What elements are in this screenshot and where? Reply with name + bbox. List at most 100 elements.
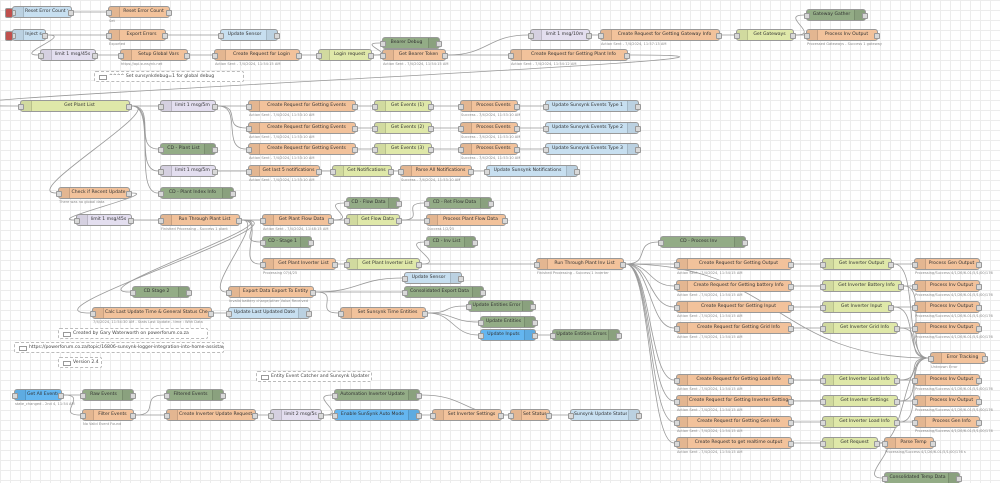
output-port[interactable] [635,147,641,153]
input-port[interactable] [226,311,232,317]
input-port[interactable] [820,262,826,268]
input-port[interactable] [424,240,430,246]
output-port[interactable] [220,393,226,399]
wire[interactable] [241,219,261,243]
input-port[interactable] [372,126,378,132]
input-port[interactable] [912,420,918,426]
input-port[interactable] [458,147,464,153]
output-port[interactable] [788,262,794,268]
output-port[interactable] [635,104,641,110]
input-port[interactable] [804,13,810,19]
input-port[interactable] [912,262,918,268]
output-port[interactable] [930,441,936,447]
output-port[interactable] [982,356,988,362]
flow-node[interactable]: limit 1 msg/5m [158,165,218,177]
flow-node[interactable]: Create Inverter Update Request [164,409,258,421]
comment-node[interactable]: Entity Event Catcher and Sunsynk Updater [256,371,372,382]
output-port[interactable] [976,399,982,405]
output-port[interactable] [42,33,48,39]
flow-node[interactable]: Get Notifications [330,165,394,177]
flow-node[interactable]: Set Status [508,409,552,421]
flow-node[interactable]: Calc Last Update Time & General Status C… [90,307,214,324]
wire[interactable] [401,202,425,221]
flow-node[interactable]: Get Gateways [734,29,796,41]
input-port[interactable] [158,104,164,110]
flow-node[interactable]: Get Inverter Load Info [820,374,900,386]
output-port[interactable] [788,326,794,332]
input-port[interactable] [164,413,170,419]
output-port[interactable] [894,378,900,384]
flow-node[interactable]: limit 1 msg/5m [158,100,218,112]
input-port[interactable] [380,53,386,59]
wire[interactable] [427,305,467,314]
wire[interactable] [217,105,247,129]
input-port[interactable] [882,476,888,482]
wire[interactable] [315,291,339,314]
input-port[interactable] [598,33,604,39]
output-port[interactable] [894,399,900,405]
output-port[interactable] [162,33,168,39]
output-port[interactable] [236,218,242,224]
input-port[interactable] [674,284,680,290]
input-port[interactable] [12,393,18,399]
flow-node[interactable]: Get Events (1) [372,100,434,112]
flow-node[interactable]: CD - Ret Flow Data [424,197,494,209]
input-port[interactable] [424,218,430,224]
input-port[interactable] [543,126,549,132]
wire[interactable] [131,105,159,150]
output-port[interactable] [274,33,280,39]
flow-node[interactable]: Bearer Debug [380,37,442,49]
output-port[interactable] [790,33,796,39]
input-port[interactable] [734,33,740,39]
output-port[interactable] [230,191,236,197]
input-port[interactable] [344,262,350,268]
input-port[interactable] [550,333,556,339]
input-port[interactable] [458,104,464,110]
output-port[interactable] [396,218,402,224]
flow-node[interactable]: CD - Process Inv [658,236,748,248]
flow-node[interactable]: Update Entities [478,316,538,328]
output-port[interactable] [532,320,538,326]
comment-node[interactable]: Created by Gary Waterworth on powerforum… [58,328,208,339]
input-port[interactable] [912,399,918,405]
wire[interactable] [795,14,805,36]
input-port[interactable] [804,33,810,39]
output-port[interactable] [352,126,358,132]
output-port[interactable] [212,104,218,110]
output-port[interactable] [130,393,136,399]
input-port[interactable] [543,104,549,110]
input-port[interactable] [528,33,534,39]
input-port[interactable] [820,284,826,290]
flow-node[interactable]: Inject s [5,29,48,41]
wire[interactable] [241,219,261,265]
flow-node[interactable]: Enable SunSynk Auto Mode [332,409,422,421]
output-port[interactable] [458,276,464,282]
wire[interactable] [625,263,675,329]
output-port[interactable] [92,53,98,59]
flow-node[interactable]: limit 2 msg/5s [268,409,324,421]
wire[interactable] [427,312,479,323]
input-port[interactable] [928,356,934,362]
flow-node[interactable]: Update Sunsynk Events Type 1 [543,100,641,112]
input-port[interactable] [674,378,680,384]
input-port[interactable] [458,126,464,132]
flow-node[interactable]: Get Flow Data [344,214,402,226]
wire[interactable] [625,263,675,308]
flow-node[interactable]: Update Sensor [218,29,280,41]
input-port[interactable] [90,311,96,317]
output-port[interactable] [352,147,358,153]
